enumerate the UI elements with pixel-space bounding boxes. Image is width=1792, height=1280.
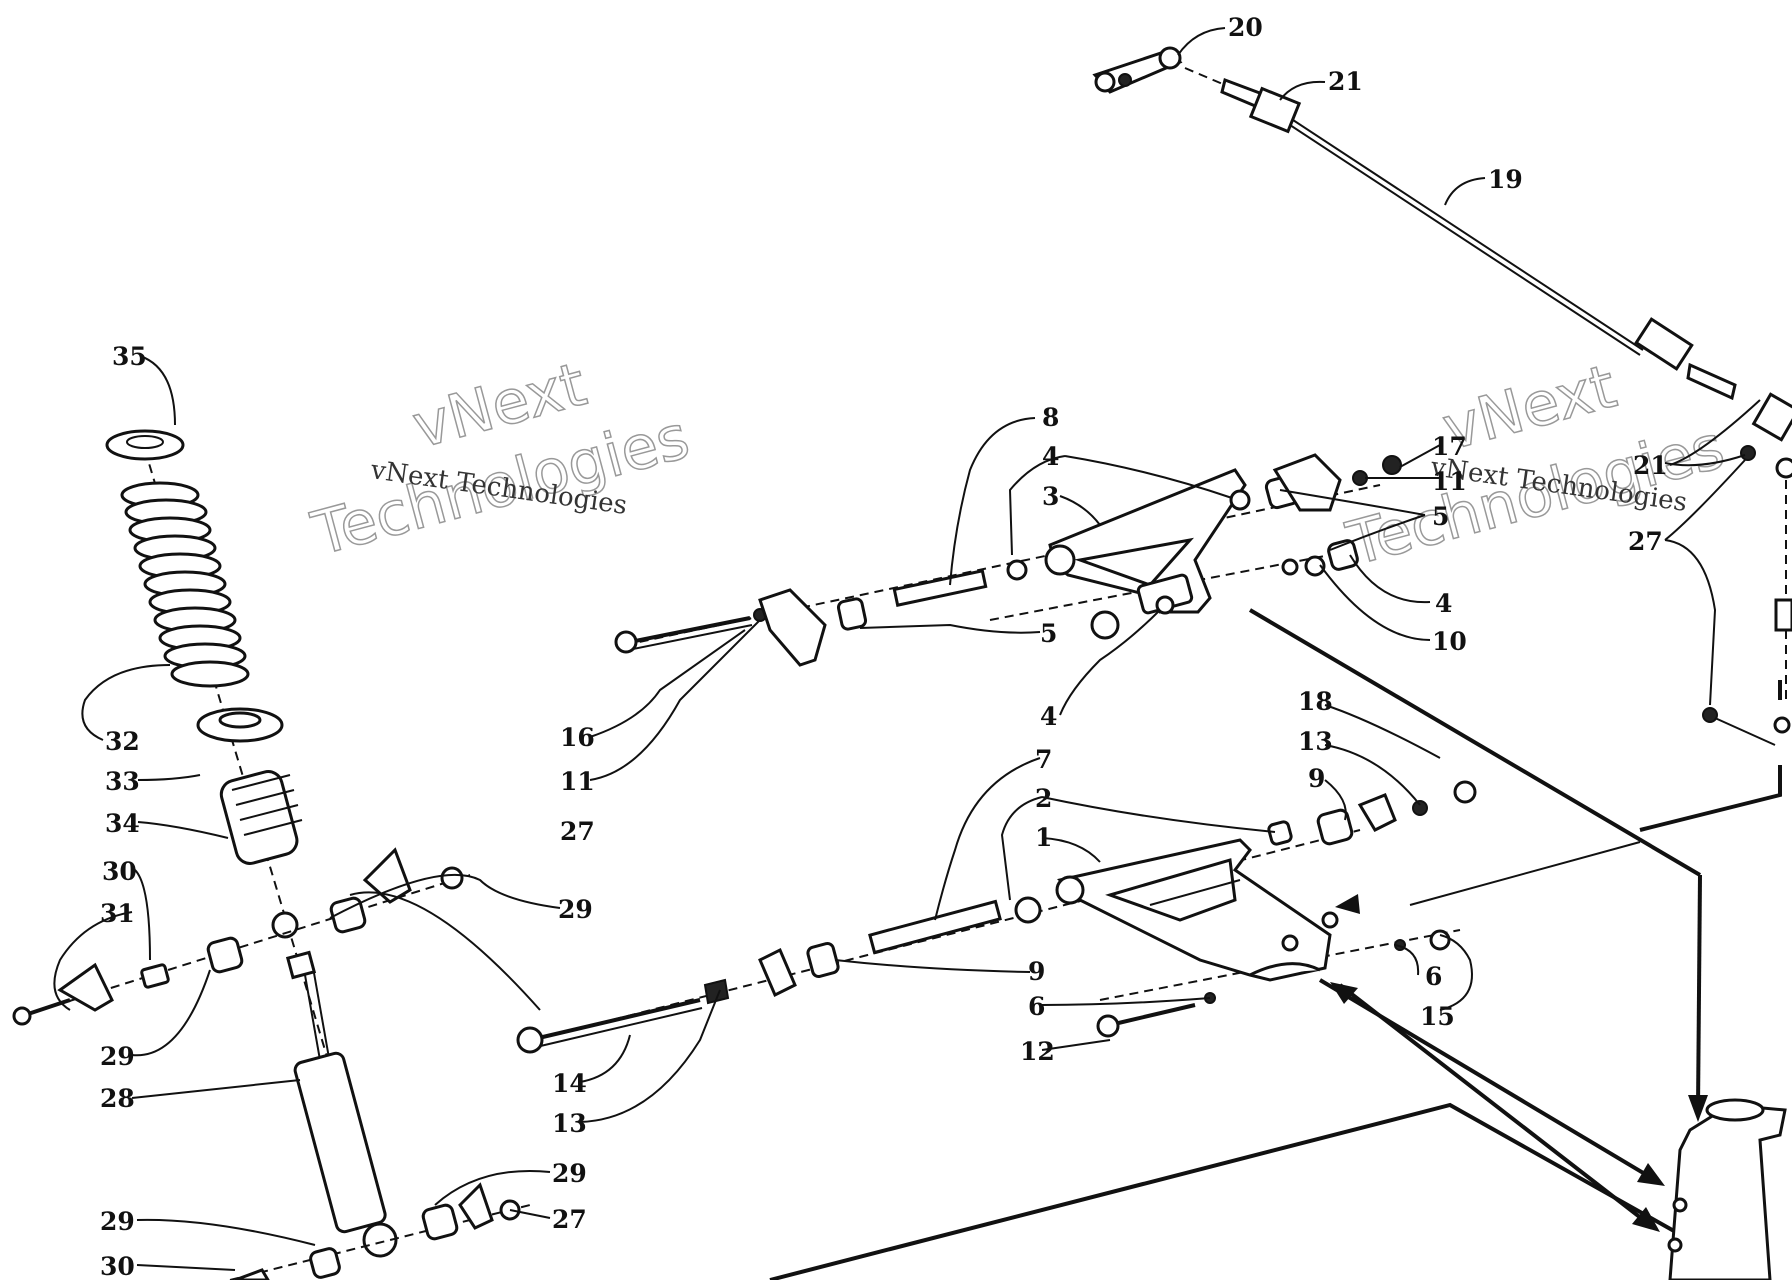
leader-lines	[53, 27, 1776, 1271]
callout-6-left: 6	[1028, 992, 1045, 1021]
callout-30-top: 30	[102, 857, 137, 886]
watermark-left: vNext Technologies vNext Technologies	[304, 349, 697, 571]
callout-17: 17	[1432, 432, 1467, 461]
callout-9-upper: 9	[1308, 764, 1325, 793]
callout-33: 33	[105, 767, 140, 796]
callout-31: 31	[100, 899, 135, 928]
callout-35: 35	[112, 342, 147, 371]
callout-5-right: 5	[1432, 502, 1449, 531]
callout-21-top: 21	[1328, 67, 1363, 96]
callout-16: 16	[560, 723, 595, 752]
callout-13-upper: 13	[1298, 727, 1333, 756]
callout-11-left: 11	[560, 767, 595, 796]
lower-a-arm-assembly	[516, 780, 1477, 1054]
callout-27-shock-bottom: 27	[552, 1205, 587, 1234]
spindle-knuckle	[1667, 1098, 1787, 1280]
callout-19: 19	[1488, 165, 1523, 194]
callout-1: 1	[1035, 823, 1052, 852]
callout-7: 7	[1035, 745, 1052, 774]
callout-13-lower: 13	[552, 1109, 587, 1138]
callout-4-right: 4	[1435, 589, 1452, 618]
callout-12: 12	[1020, 1037, 1055, 1066]
callout-15: 15	[1420, 1002, 1455, 1031]
callout-9-lower: 9	[1028, 957, 1045, 986]
callout-4-lower: 4	[1040, 702, 1057, 731]
callout-29-bottom-left: 29	[100, 1207, 135, 1236]
callout-28: 28	[100, 1084, 135, 1113]
callout-32: 32	[105, 727, 140, 756]
callout-14: 14	[552, 1069, 587, 1098]
callout-30-bottom: 30	[100, 1252, 135, 1280]
callout-18: 18	[1298, 687, 1333, 716]
callout-2: 2	[1035, 784, 1052, 813]
callout-5-lower: 5	[1040, 619, 1057, 648]
callout-numbers: 20 21 19 21 27 35 32 33 34 30 31 29 28 2…	[100, 13, 1668, 1280]
callout-29-shock-bottom: 29	[552, 1159, 587, 1188]
coil-spring	[120, 481, 250, 688]
callout-29-left: 29	[100, 1042, 135, 1071]
callout-4-upper: 4	[1042, 442, 1059, 471]
callout-27-shock-top: 27	[560, 817, 595, 846]
callout-10: 10	[1432, 627, 1467, 656]
callout-27-right: 27	[1628, 527, 1663, 556]
callout-3: 3	[1042, 482, 1059, 511]
callout-20: 20	[1228, 13, 1263, 42]
upper-a-arm-assembly	[614, 453, 1402, 667]
shock-spring-assembly	[12, 429, 531, 1280]
callout-6-right: 6	[1425, 962, 1442, 991]
steering-rod-assembly	[1092, 46, 1792, 734]
callout-21-right: 21	[1633, 451, 1668, 480]
assembly-arrows	[1248, 608, 1708, 1232]
callout-8: 8	[1042, 403, 1059, 432]
callout-11-upper-right: 11	[1432, 467, 1467, 496]
callout-29-shock-top: 29	[558, 895, 593, 924]
callout-34: 34	[105, 809, 140, 838]
